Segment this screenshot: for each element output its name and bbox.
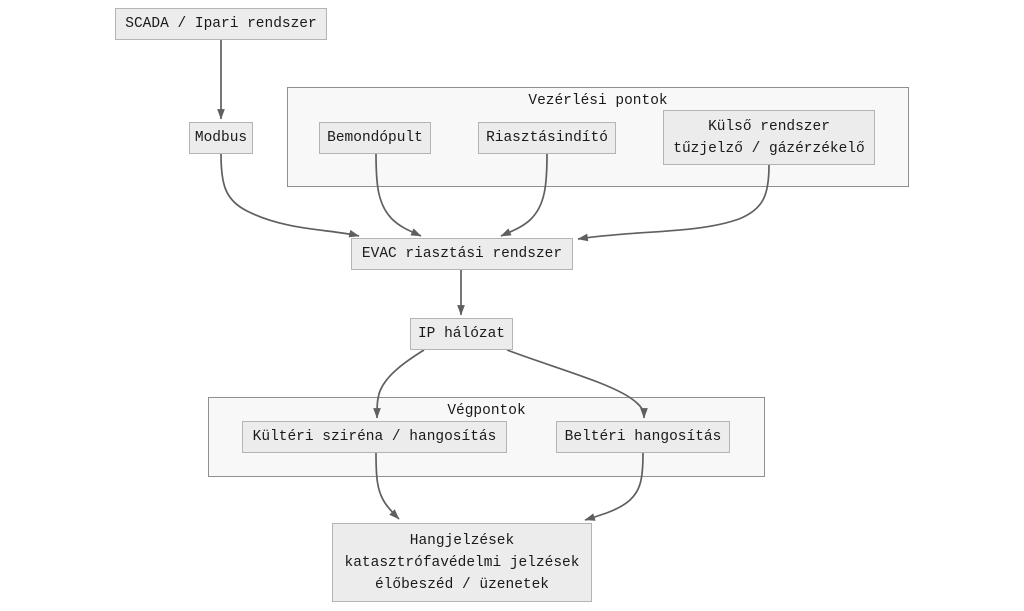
node-riasztasindito-label: Riasztásindító <box>486 130 608 146</box>
node-modbus: Modbus <box>189 122 253 154</box>
node-bemondopult: Bemondópult <box>319 122 431 154</box>
edge-ip-belteri <box>506 349 648 419</box>
node-kulso-rendszer: Külső rendszer tűzjelző / gázérzékelő <box>663 110 875 165</box>
node-kulteri-label: Kültéri sziréna / hangosítás <box>252 429 497 445</box>
edge-kulso-evac <box>577 164 770 242</box>
edge-riasztasindito-evac <box>500 153 548 237</box>
node-bemondopult-label: Bemondópult <box>327 130 423 146</box>
node-riasztasindito: Riasztásindító <box>478 122 616 154</box>
node-scada-ipari-rendszer: SCADA / Ipari rendszer <box>115 8 327 40</box>
cluster-vegpontok-label: Végpontok <box>447 403 526 419</box>
node-belteri-hangositas: Beltéri hangosítás <box>556 421 730 453</box>
node-belteri-label: Beltéri hangosítás <box>564 429 722 445</box>
node-evac-label: EVAC riasztási rendszer <box>361 246 563 262</box>
node-kulso-rendszer-line2: tűzjelző / gázérzékelő <box>673 140 865 157</box>
edge-modbus-evac <box>220 153 360 238</box>
cluster-vezerlesi-pontok-label: Vezérlési pontok <box>528 93 668 109</box>
node-kulteri-szirena-hangositas: Kültéri sziréna / hangosítás <box>242 421 507 453</box>
node-kimenet-line1: Hangjelzések <box>409 532 515 549</box>
edge-ip-kulteri <box>373 349 425 419</box>
node-ip-halozat: IP hálózat <box>410 318 513 350</box>
node-evac-riasztasi-rendszer: EVAC riasztási rendszer <box>351 238 573 270</box>
node-kulso-rendszer-line1: Külső rendszer <box>708 118 830 135</box>
node-modbus-label: Modbus <box>194 130 248 146</box>
node-kimenet-line3: élőbeszéd / üzenetek <box>374 576 550 593</box>
node-scada-label: SCADA / Ipari rendszer <box>125 16 317 32</box>
node-ip-halozat-label: IP hálózat <box>417 326 505 342</box>
node-kimenet-line2: katasztrófavédelmi jelzések <box>344 554 580 571</box>
edge-kulteri-kimenet <box>375 452 400 520</box>
node-hangjelzesek-kimenet: Hangjelzések katasztrófavédelmi jelzések… <box>332 523 592 602</box>
edge-bemondopult-evac <box>375 153 422 237</box>
edge-belteri-kimenet <box>584 452 644 521</box>
